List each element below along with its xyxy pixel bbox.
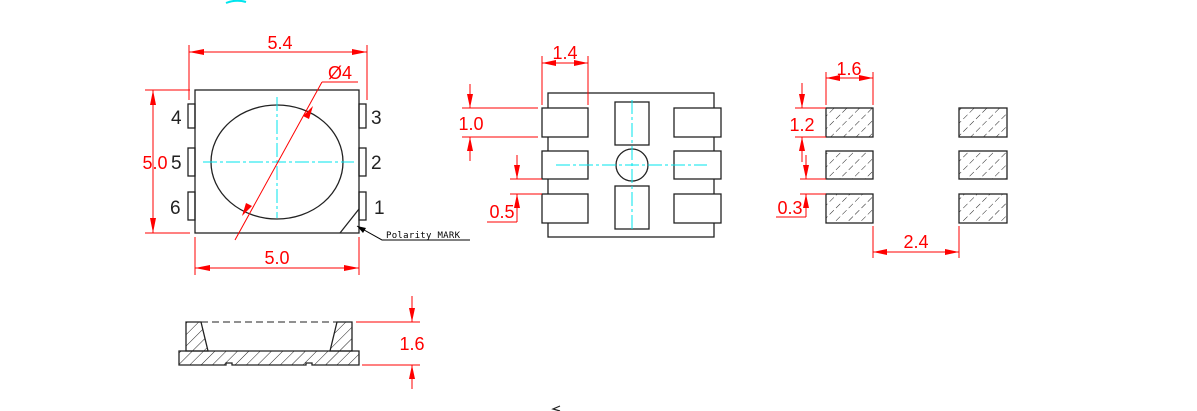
polarity-chamfer (339, 208, 360, 234)
svg-text:5.4: 5.4 (267, 33, 292, 53)
bottom-view: 1.4 1.0 0.5 (458, 43, 722, 238)
dimension-footprint-pad-gap: 0.3 (776, 155, 826, 218)
dimension-height-side: 1.6 (356, 296, 425, 389)
dimension-column-spacing: 2.4 (872, 226, 960, 258)
svg-text:1.4: 1.4 (552, 43, 577, 63)
svg-text:5.0: 5.0 (142, 153, 167, 173)
dimension-pad-gap: 0.5 (487, 155, 542, 223)
recommended-footprint: 1.6 1.2 0.3 2.4 (776, 59, 1008, 258)
pin-number-5: 5 (171, 153, 182, 174)
svg-text:1.6: 1.6 (836, 59, 861, 79)
dimension-height: 5.0 (142, 89, 190, 234)
svg-text:Ø4: Ø4 (328, 63, 352, 83)
svg-text:0.3: 0.3 (777, 198, 802, 218)
side-wall-left (185, 321, 209, 352)
svg-text:5.0: 5.0 (264, 248, 289, 268)
side-base (178, 350, 360, 366)
polarity-mark-label: Polarity MARK (386, 231, 461, 241)
pin-leads (187, 103, 367, 221)
side-view: 1.6 (178, 296, 425, 389)
svg-text:1.6: 1.6 (399, 334, 424, 354)
footprint-pads (825, 107, 1008, 224)
edge-fragment (551, 405, 561, 411)
pin-number-6: 6 (170, 198, 181, 219)
dimension-width-overall: 5.4 (188, 33, 368, 100)
svg-text:0.5: 0.5 (489, 202, 514, 222)
svg-text:2.4: 2.4 (903, 232, 928, 252)
polarity-leader (356, 225, 470, 241)
pin-number-2: 2 (371, 153, 382, 174)
dimension-pad-width: 1.4 (541, 43, 589, 105)
svg-text:1.0: 1.0 (458, 114, 483, 134)
dimension-width-body: 5.0 (194, 237, 360, 275)
dimension-pad-height: 1.0 (458, 84, 538, 161)
top-view: Polarity MARK 4 5 6 3 2 1 5.4 5.0 (142, 33, 470, 275)
edge-fragment (225, 0, 247, 4)
svg-text:1.2: 1.2 (789, 115, 814, 135)
pin-number-4: 4 (171, 108, 182, 129)
pin-number-1: 1 (374, 198, 385, 219)
dimension-lens-diameter: Ø4 (234, 63, 358, 241)
pin-number-3: 3 (371, 108, 382, 129)
dimension-footprint-pad-height: 1.2 (789, 83, 826, 162)
dimension-footprint-pad-width: 1.6 (825, 59, 874, 105)
side-wall-right (329, 321, 353, 352)
